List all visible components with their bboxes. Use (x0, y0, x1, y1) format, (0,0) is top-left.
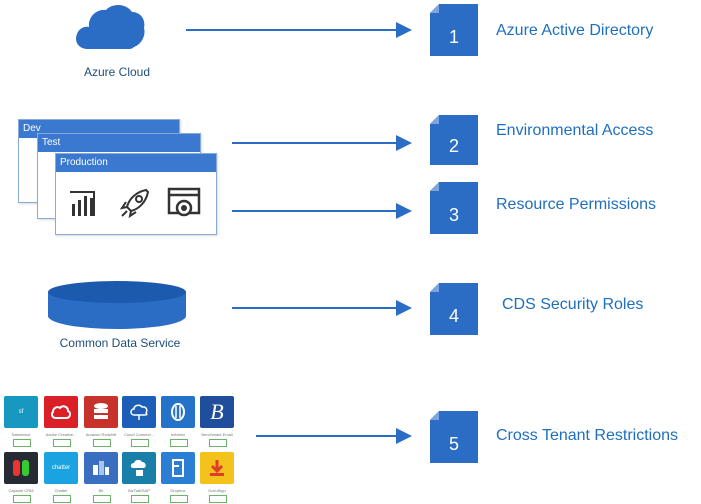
app-tile: chatter (44, 452, 78, 484)
app-tile (44, 396, 78, 428)
app-button[interactable] (13, 495, 31, 503)
app-name: Cloud Connect... (124, 432, 154, 437)
connector-apps-grid: sf Salesforce Adobe Creative... Amazon R… (0, 392, 250, 504)
cloud-caption: Azure Cloud (83, 65, 151, 79)
app-name: Infoblox (170, 432, 185, 437)
step-1-label: Azure Active Directory (496, 22, 654, 39)
app-name: Benchmark Email (201, 432, 233, 437)
app-name: Amazon Redshift (85, 432, 117, 437)
app-tile (161, 396, 195, 428)
app-tile (84, 452, 118, 484)
power-bi-icon (70, 191, 95, 216)
step-2-number: 2 (448, 136, 459, 156)
app-button[interactable] (209, 495, 227, 503)
app-button[interactable] (93, 439, 111, 447)
step-4-label: CDS Security Roles (502, 296, 644, 313)
step-4-badge: 4 (430, 283, 478, 335)
app-button[interactable] (53, 439, 71, 447)
dynamics-app-icon (167, 187, 201, 217)
app-name: BizTalk/SAP (128, 488, 150, 493)
database-caption: Common Data Service (59, 336, 181, 350)
adobe-creative-cloud-icon (51, 405, 72, 419)
app-name: Dropbox (170, 488, 186, 493)
download-icon (210, 460, 224, 476)
step-1-number: 1 (448, 27, 459, 47)
env-card-production: Production (55, 153, 217, 235)
step-2-label: Environmental Access (496, 122, 654, 139)
benchmark-email-icon: B (210, 399, 224, 424)
infoblox-icon (171, 403, 185, 421)
app-tile: B (200, 396, 234, 428)
app-name: Bit (98, 488, 104, 493)
step-3-badge: 3 (430, 182, 478, 234)
app-name: Capsule CRM (8, 488, 34, 493)
app-button[interactable] (13, 439, 31, 447)
cloud-connect-icon (130, 404, 148, 420)
app-name: Adobe Creative... (45, 432, 77, 437)
salesforce-icon: sf (18, 409, 24, 415)
capsule-crm-icon (13, 460, 29, 476)
app-name: Salesforce (11, 432, 31, 437)
app-button[interactable] (131, 495, 149, 503)
step-5-number: 5 (448, 434, 459, 454)
app-tile (122, 396, 156, 428)
app-button[interactable] (131, 439, 149, 447)
dropbox-icon (172, 459, 184, 477)
step-3-number: 3 (448, 205, 459, 225)
app-tile (4, 452, 38, 484)
app-tile (161, 452, 195, 484)
app-name: Chatter (54, 488, 68, 493)
app-tile (122, 452, 156, 484)
step-1-badge: 1 (430, 4, 478, 56)
app-button[interactable] (209, 439, 227, 447)
app-button[interactable] (93, 495, 111, 503)
app-tile: sf (4, 396, 38, 428)
cloud-icon (76, 4, 145, 49)
step-5-badge: 5 (430, 411, 478, 463)
app-tile (200, 452, 234, 484)
step-3-label: Resource Permissions (496, 196, 657, 213)
app-button[interactable] (170, 439, 188, 447)
env-production-label: Production (56, 154, 216, 172)
env-test-label: Test (38, 134, 200, 152)
step-4-number: 4 (448, 306, 459, 326)
app-name: DocuSign (208, 488, 226, 493)
step-2-badge: 2 (430, 115, 478, 165)
biztalk-icon (130, 459, 146, 476)
app-button[interactable] (170, 495, 188, 503)
chatter-icon: chatter (51, 465, 71, 471)
amazon-redshift-icon (94, 403, 108, 419)
app-button[interactable] (53, 495, 71, 503)
database-icon (48, 281, 186, 329)
app-tile (84, 396, 118, 428)
rocket-icon (119, 188, 150, 219)
bitbucket-icon (93, 461, 109, 475)
step-5-label: Cross Tenant Restrictions (496, 427, 678, 444)
